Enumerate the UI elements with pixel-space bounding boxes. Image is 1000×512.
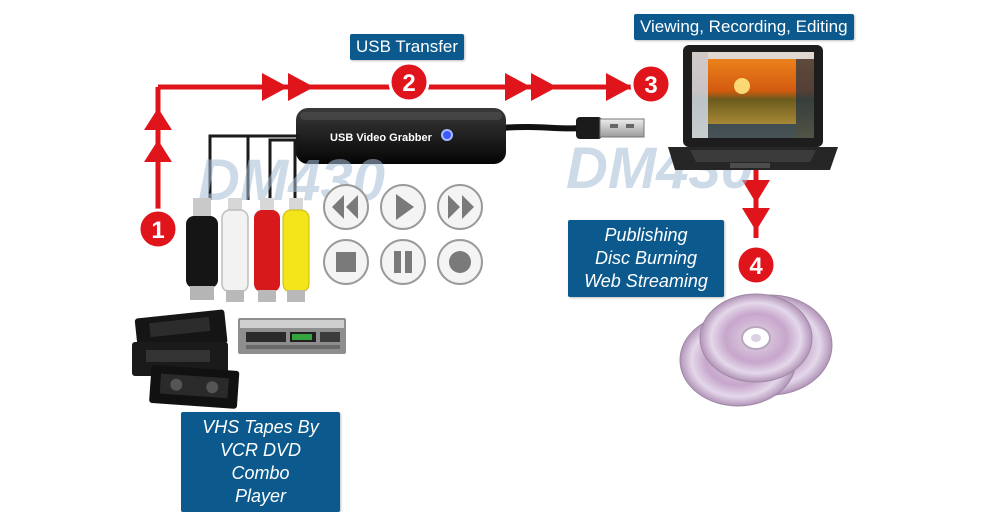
usb-video-grabber: USB Video Grabber [296,108,506,164]
capture-workflow-diagram: 1 2 3 4 USB Video Grabber DM430 DM430 [132,45,838,409]
viewing-recording-editing-text: Viewing, Recording, Editing [640,17,848,36]
connector-cables [208,134,300,200]
arrowheads-right [262,73,632,101]
vcr-dvd-player-image [238,318,346,354]
stop-icon [323,239,369,285]
vhs-line-3: Player [234,486,287,506]
viewing-recording-editing-label: Viewing, Recording, Editing [634,14,854,40]
rewind-icon [323,184,369,230]
play-icon [380,184,426,230]
step-1-marker: 1 [137,208,179,250]
step-3-marker: 3 [630,63,672,105]
pause-icon [380,239,426,285]
publishing-line-3: Web Streaming [584,271,708,291]
vhs-line-1: VHS Tapes By [202,417,319,437]
record-icon [437,239,483,285]
fast-forward-icon [437,184,483,230]
vhs-source-label: VHS Tapes By VCR DVD Combo Player [181,412,340,512]
arrowheads-down [742,180,770,231]
usb-cable [499,124,581,132]
vhs-line-2: VCR DVD Combo [219,440,301,483]
red-rca-connector [254,198,280,302]
step-4-label: 4 [749,253,763,280]
step-2-label: 2 [402,70,415,97]
usb-transfer-text: USB Transfer [356,37,459,56]
s-video-connector [186,198,218,300]
dvd-discs-image [679,293,833,407]
vhs-tapes-image [132,309,240,409]
usb-transfer-label: USB Transfer [350,34,465,60]
yellow-rca-connector [282,198,310,302]
white-rca-connector [221,198,249,302]
step-3-label: 3 [644,72,657,99]
laptop-image [668,45,838,170]
arrowheads-up [144,108,172,162]
step-1-label: 1 [151,217,164,244]
publishing-line-2: Disc Burning [594,248,698,268]
step-2-marker: 2 [388,61,430,103]
step-4-marker: 4 [735,244,777,286]
grabber-led [441,129,453,141]
usb-plug [576,117,645,139]
publishing-label: Publishing Disc Burning Web Streaming [568,220,724,297]
publishing-line-1: Publishing [604,225,688,245]
grabber-label: USB Video Grabber [330,132,433,144]
